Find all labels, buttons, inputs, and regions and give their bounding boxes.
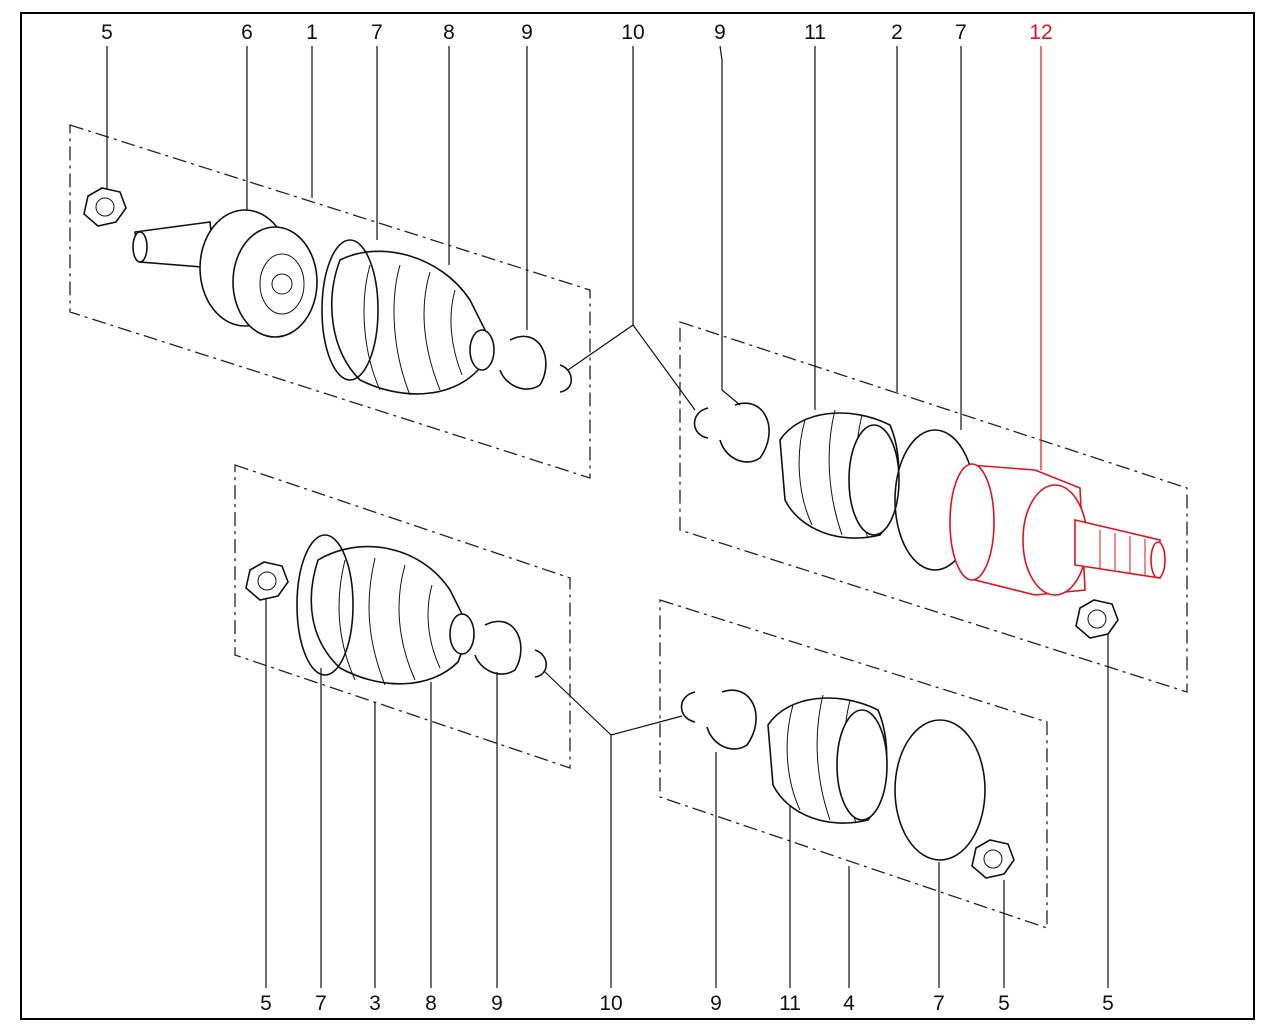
assembly-box-1: [69, 124, 591, 479]
callout-label-highlighted: 12: [1029, 21, 1053, 44]
callout-label: 8: [443, 21, 455, 44]
callout-label: 6: [241, 21, 253, 44]
callout-label: 5: [260, 992, 272, 1015]
clamp-9: [706, 689, 757, 750]
outer-cv-joint: [132, 209, 318, 338]
callout-label: 7: [315, 992, 327, 1015]
circlip-10: [559, 364, 573, 393]
circlip-10: [693, 407, 709, 439]
clamp-7: [894, 719, 986, 861]
nut-icon: [245, 561, 289, 601]
callout-label: 11: [779, 992, 801, 1015]
clamp-7: [296, 534, 354, 676]
callout-label: 10: [621, 21, 645, 44]
nut-icon: [971, 839, 1015, 879]
diagram-frame: [20, 12, 1255, 1020]
callout-label: 5: [998, 992, 1010, 1015]
nut-icon: [83, 187, 127, 227]
callout-label: 2: [891, 21, 903, 44]
assembly-box-4: [659, 599, 1048, 929]
callout-label: 7: [933, 992, 945, 1015]
assembly-box-2: [679, 321, 1188, 693]
callout-label: 3: [369, 992, 381, 1015]
callout-label: 4: [843, 992, 855, 1015]
callout-label: 8: [425, 992, 437, 1015]
boot-11-bottom: [767, 694, 888, 824]
inner-joint-12-highlighted: [949, 463, 1166, 596]
clamp-7: [321, 239, 379, 381]
clamp-9: [719, 402, 770, 463]
callout-label: 5: [101, 21, 113, 44]
leader-lines: [106, 45, 1109, 988]
callout-label: 10: [599, 992, 623, 1015]
circlip-10: [680, 691, 696, 723]
clamp-9: [474, 620, 522, 675]
boot-11-top: [779, 409, 900, 539]
nut-icon: [1075, 599, 1119, 639]
callout-label: 9: [521, 21, 533, 44]
callout-label: 5: [1102, 992, 1114, 1015]
boot-8-bottom: [310, 545, 475, 686]
circlip-10: [534, 649, 548, 678]
callout-label: 1: [306, 21, 318, 44]
callout-label: 9: [491, 992, 503, 1015]
callout-label: 7: [371, 21, 383, 44]
callout-label: 7: [955, 21, 967, 44]
clamp-9: [499, 335, 547, 390]
callout-label: 11: [804, 21, 826, 44]
callout-label: 9: [714, 21, 726, 44]
callout-label: 9: [710, 992, 722, 1015]
assembly-box-3: [234, 464, 571, 769]
boot-8-top: [331, 250, 495, 396]
